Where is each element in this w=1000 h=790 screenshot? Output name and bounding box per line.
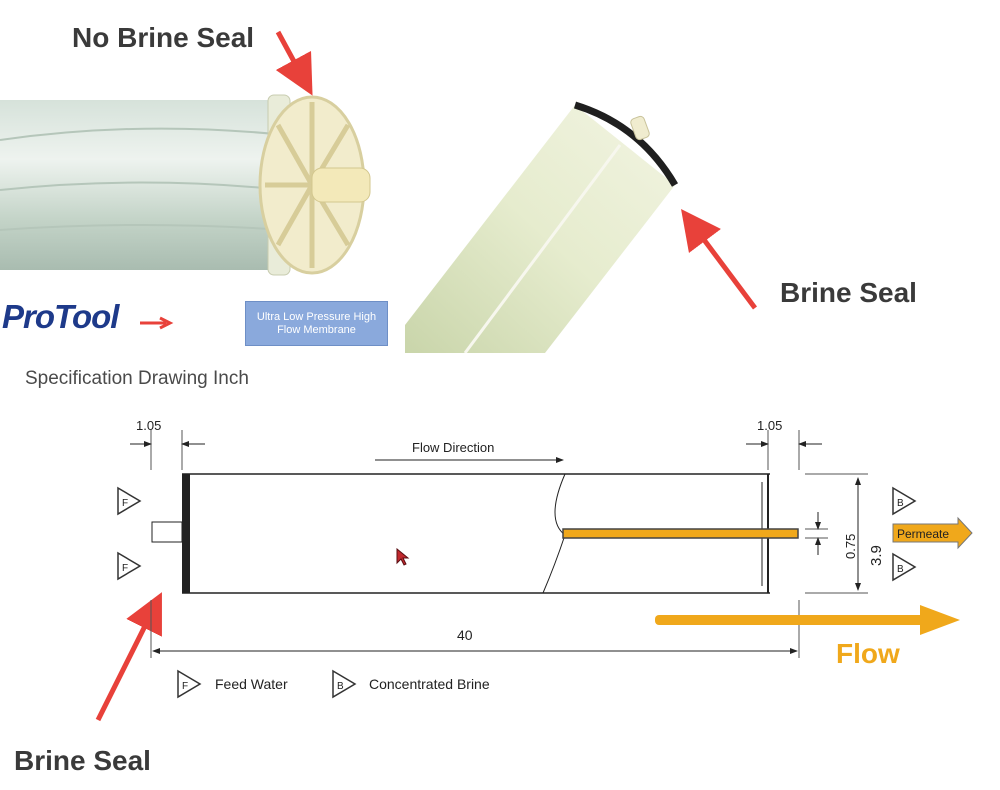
membrane-photo-with-seal (405, 101, 679, 353)
specification-drawing: 1.05 1.05 Flow Direction F F 3.9 (117, 418, 973, 699)
svg-text:Permeate: Permeate (897, 527, 949, 541)
membrane-tube (405, 105, 675, 353)
logo-arrow-icon (140, 316, 174, 330)
seal-arrow-bottom (95, 592, 162, 722)
brine-seal-ring (573, 101, 679, 187)
feed-inlet-tube (151, 521, 183, 543)
svg-text:B: B (897, 498, 904, 509)
dim-right-end: 1.05 (757, 418, 782, 433)
svg-text:F: F (122, 498, 128, 509)
no-seal-arrow (275, 30, 313, 96)
drawing-title: Specification Drawing Inch (25, 368, 249, 389)
break-line (542, 473, 566, 594)
svg-text:Feed Water: Feed Water (215, 676, 288, 692)
svg-text:Concentrated Brine: Concentrated Brine (369, 676, 490, 692)
svg-text:F: F (182, 681, 188, 692)
flow-label: Flow (836, 638, 900, 669)
no-brine-seal-label: No Brine Seal (72, 22, 255, 53)
feed-marker-bottom: F (117, 551, 142, 581)
permeate-tube (630, 115, 650, 141)
legend-feed-water: F Feed Water (177, 669, 288, 699)
protool-logo: ProTool (2, 298, 119, 335)
svg-text:B: B (897, 564, 904, 575)
flow-direction-label: Flow Direction (412, 440, 494, 455)
brine-marker-top: B (892, 486, 917, 516)
brine-seal-label-top: Brine Seal (780, 277, 917, 308)
legend-concentrated-brine: B Concentrated Brine (332, 669, 490, 699)
membrane-photo-no-seal (0, 94, 371, 276)
brine-marker-bottom: B (892, 552, 917, 582)
brine-seal-label-bottom: Brine Seal (14, 745, 151, 776)
dim-left-end: 1.05 (136, 418, 161, 433)
dim-permeate-diameter: 0.75 (843, 534, 858, 559)
permeate-arrow: Permeate (892, 516, 973, 550)
seal-arrow-top (681, 208, 758, 310)
permeate-tube (311, 167, 371, 203)
brine-seal-end (182, 474, 190, 593)
product-label: Ultra Low Pressure High Flow Membrane (245, 301, 388, 346)
feed-marker-top: F (117, 486, 142, 516)
svg-text:F: F (122, 563, 128, 574)
dim-length: 40 (457, 627, 473, 643)
permeate-tube (562, 528, 799, 539)
flow-arrow (655, 605, 960, 635)
dim-outer-diameter: 3.9 (868, 545, 885, 566)
cursor-icon (396, 548, 410, 566)
svg-text:B: B (337, 681, 344, 692)
